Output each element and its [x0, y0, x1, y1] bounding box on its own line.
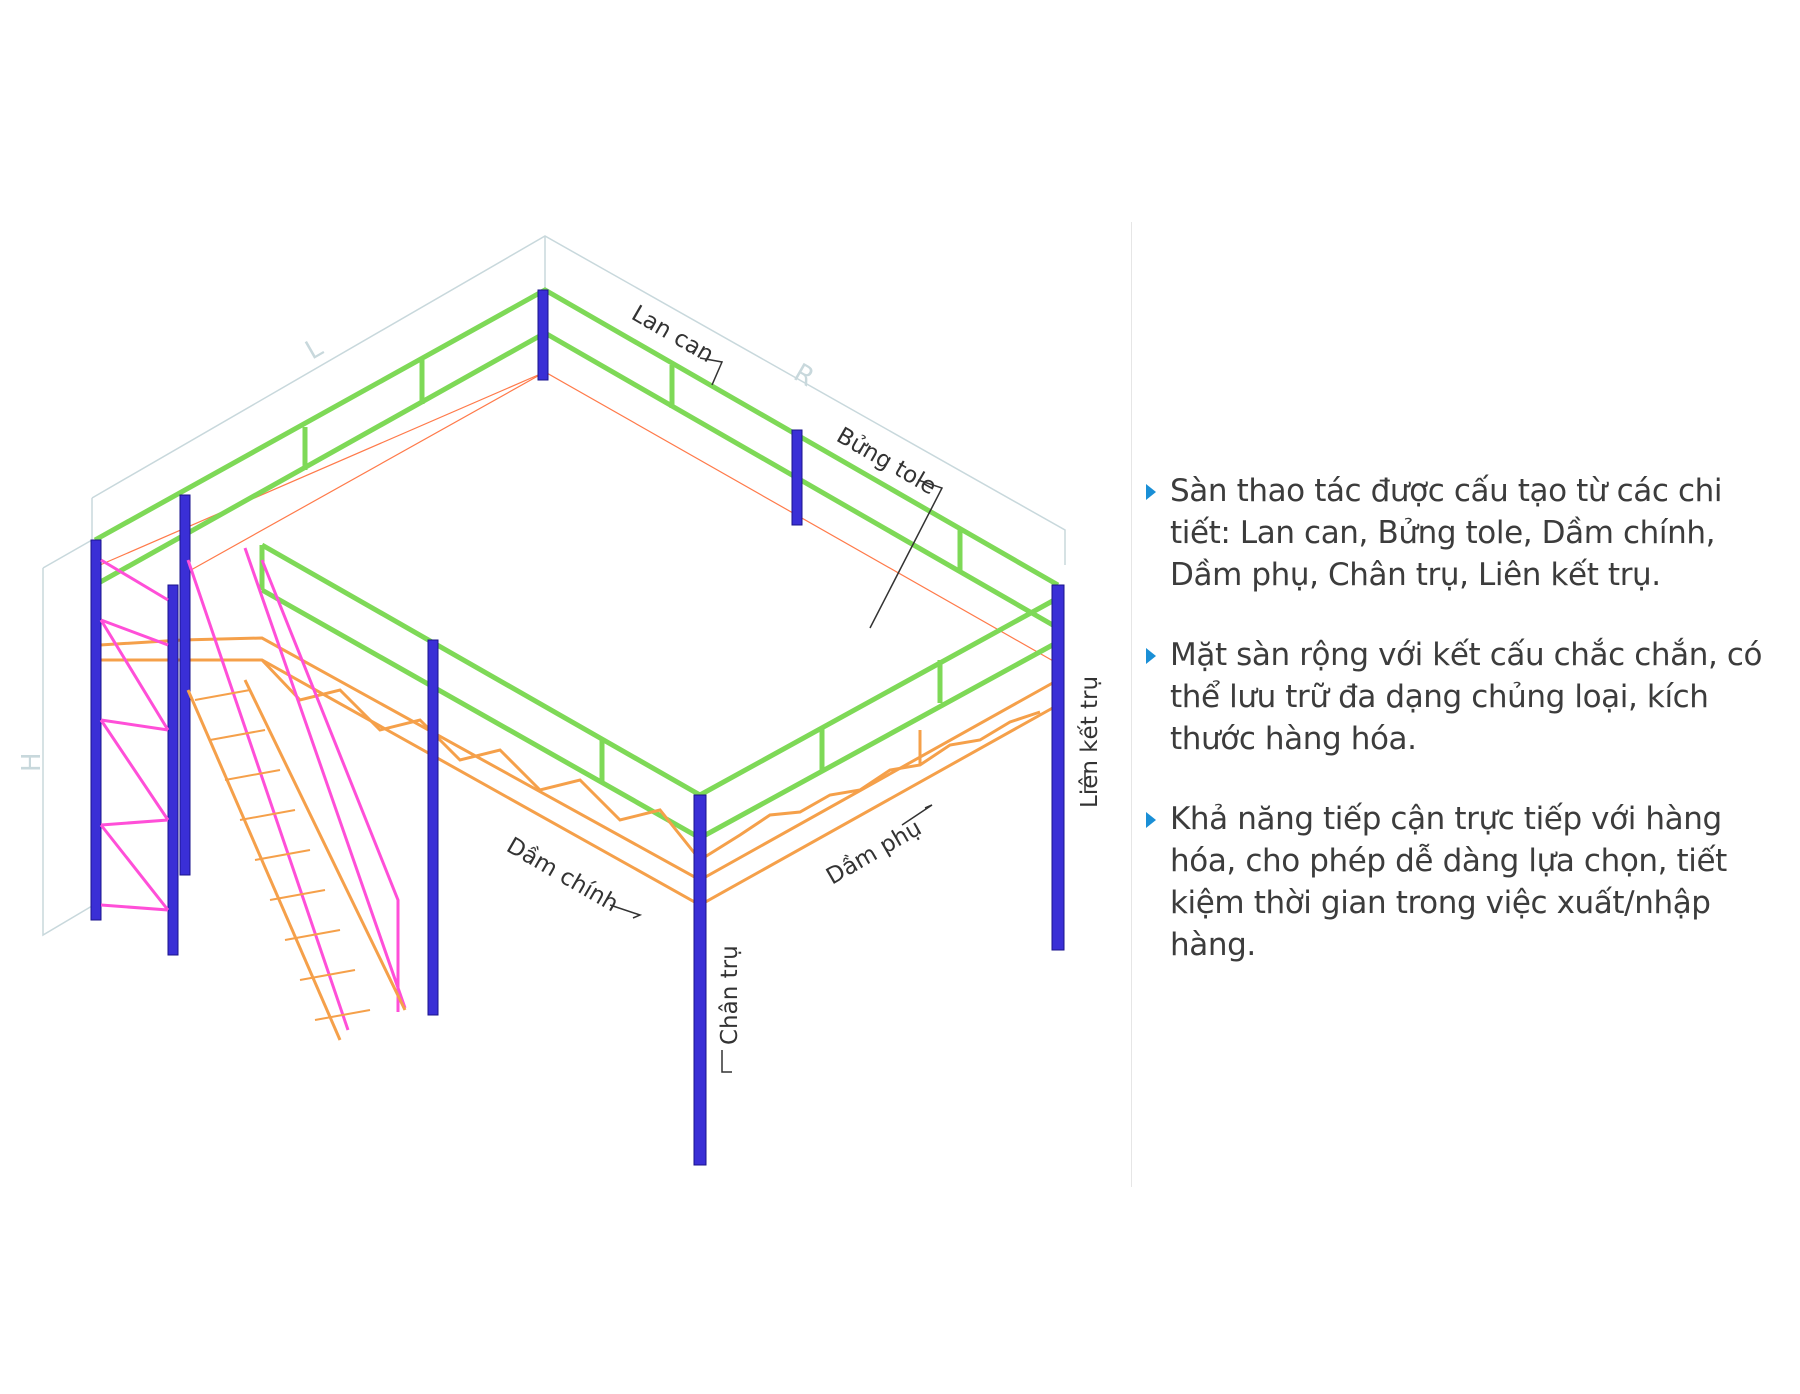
feature-text: Khả năng tiếp cận trực tiếp với hàng hóa… — [1170, 801, 1727, 963]
floor-edge — [99, 371, 1056, 663]
front-railing — [259, 542, 1060, 841]
staircase — [186, 547, 407, 1041]
mezzanine-diagram: L R H — [17, 235, 1103, 1166]
triangle-bullet-icon — [1146, 648, 1156, 664]
dimension-label-height: H — [17, 752, 47, 772]
feature-text: Sàn thao tác được cấu tạo từ các chi tiế… — [1170, 473, 1723, 593]
callout-lien-ket-tru: Liên kết trụ — [1077, 676, 1103, 808]
beams — [99, 636, 1059, 907]
callout-chan-tru: Chân trụ — [717, 945, 743, 1045]
callout-dam-chinh: Dầm chính — [502, 833, 623, 918]
back-railing — [92, 287, 1060, 631]
feature-text: Mặt sàn rộng với kết cấu chắc chắn, có t… — [1170, 637, 1763, 757]
columns — [90, 289, 1065, 1166]
triangle-bullet-icon — [1146, 812, 1156, 828]
dimension-outline — [42, 235, 1066, 937]
feature-list: Sàn thao tác được cấu tạo từ các chi tiế… — [1146, 470, 1786, 1004]
feature-item-1: Sàn thao tác được cấu tạo từ các chi tiế… — [1146, 470, 1786, 596]
divider — [1131, 222, 1132, 1187]
left-rack-bracing — [99, 558, 170, 912]
dimension-label-length: L — [301, 333, 329, 366]
callout-leaders — [609, 357, 1092, 1073]
callout-dam-phu: Dầm phụ — [822, 815, 926, 890]
feature-item-2: Mặt sàn rộng với kết cấu chắc chắn, có t… — [1146, 634, 1786, 760]
callout-lan-can: Lan can — [627, 301, 718, 369]
feature-item-3: Khả năng tiếp cận trực tiếp với hàng hóa… — [1146, 798, 1786, 966]
triangle-bullet-icon — [1146, 484, 1156, 500]
